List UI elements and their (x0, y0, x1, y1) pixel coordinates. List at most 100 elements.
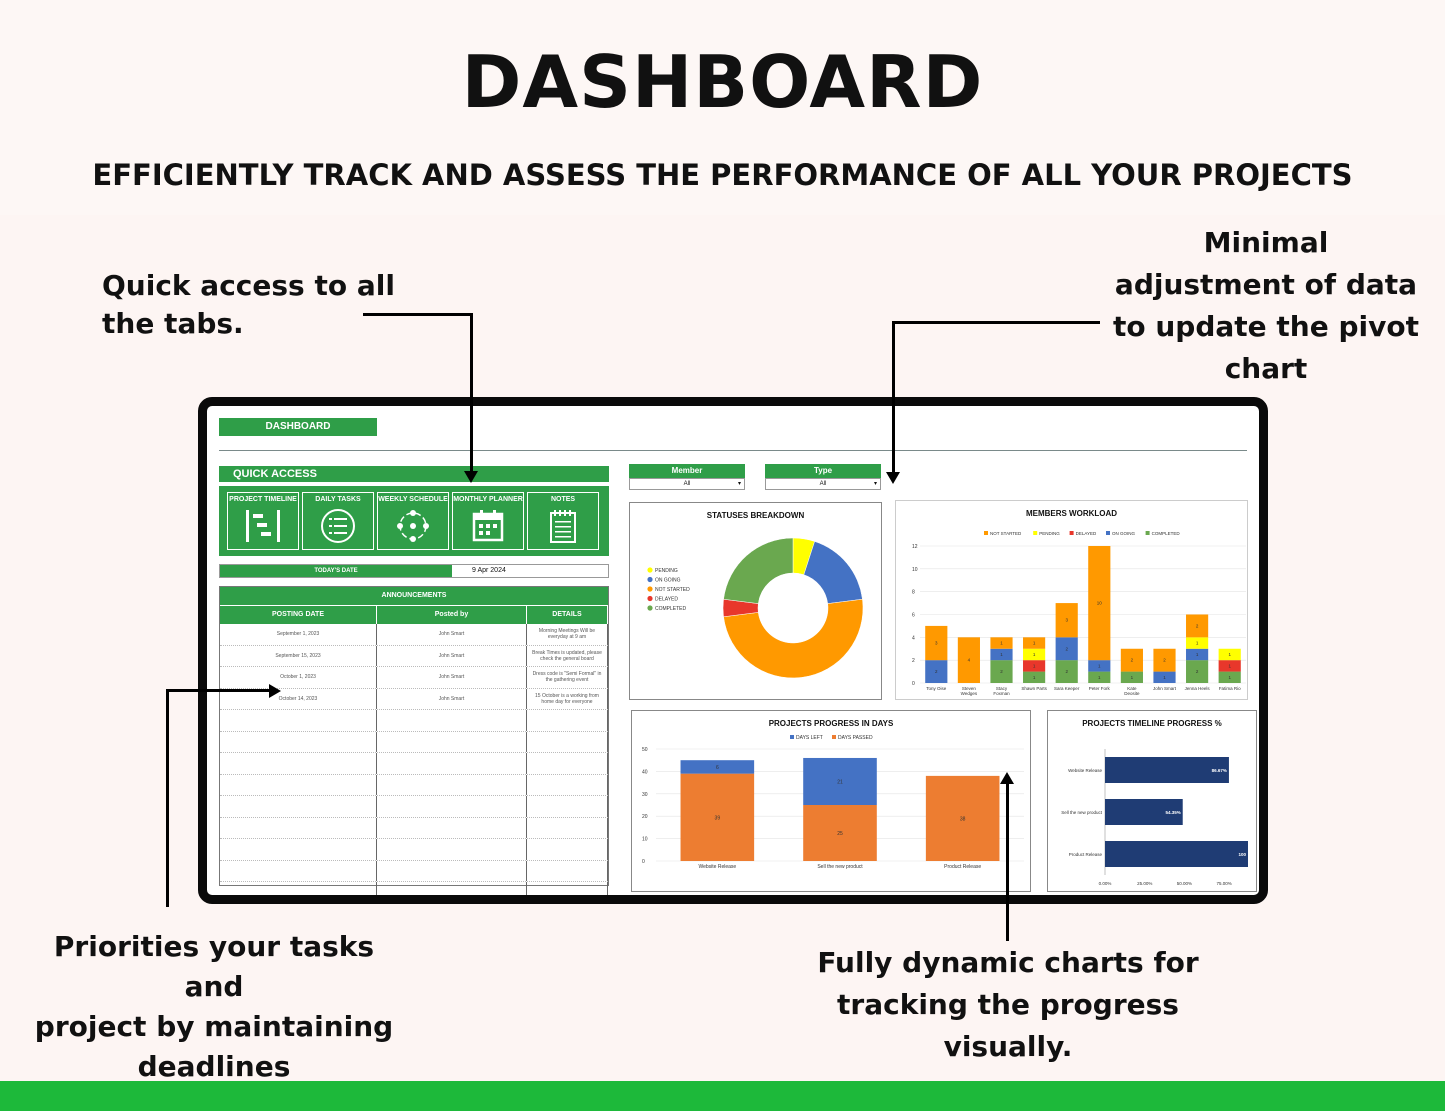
legend-label: NOT STARTED (655, 587, 690, 593)
legend-label: DAYS LEFT (796, 735, 823, 741)
y-tick-label: Website Release (1068, 768, 1102, 773)
legend-label: ON GOING (1112, 531, 1136, 536)
callout-line: adjustment of data (1114, 268, 1418, 301)
bar-segment (990, 648, 1013, 661)
data-label: 1 (1196, 652, 1199, 657)
data-label: 25 (837, 831, 843, 837)
data-label: 1 (1163, 675, 1166, 680)
table-cell: John Smart (377, 688, 527, 709)
legend-marker (647, 595, 653, 602)
chart-title: STATUSES BREAKDOWN (706, 511, 805, 520)
table-row-empty (220, 882, 608, 895)
projects-progress-panel: PROJECTS PROGRESS IN DAYS DAYS LEFT DAYS … (631, 710, 1031, 892)
tab-notes[interactable]: NOTES (527, 492, 599, 550)
today-date-row: TODAY'S DATE 9 Apr 2024 (219, 564, 609, 578)
page-subtitle: EFFICIENTLY TRACK AND ASSESS THE PERFORM… (92, 158, 1353, 192)
tab-project-timeline[interactable]: PROJECT TIMELINE (227, 492, 299, 550)
connector-line (166, 689, 169, 907)
connector-line (892, 321, 1100, 324)
legend-label: COMPLETED (1152, 531, 1181, 536)
x-tick-label: Deosite (1124, 691, 1140, 696)
table-row-empty (220, 710, 608, 732)
x-tick-label: Website Release (698, 864, 736, 870)
table-cell (220, 839, 377, 860)
y-tick-label: 6 (912, 613, 915, 619)
y-tick-label: 10 (912, 567, 918, 573)
bar-days-left (803, 757, 877, 805)
tile-label: PROJECT TIMELINE (229, 496, 297, 503)
page-title: DASHBOARD (461, 40, 984, 124)
tile-label: DAILY TASKS (315, 496, 361, 503)
legend-label: PENDING (655, 568, 678, 574)
bar-segment (990, 637, 1013, 649)
table-cell (220, 710, 377, 731)
member-filter-value: All (683, 481, 691, 487)
callout-dynamic: Fully dynamic charts for tracking the pr… (808, 942, 1208, 1068)
data-label: 1 (1098, 663, 1101, 668)
chart-title: PROJECTS PROGRESS IN DAYS (768, 719, 894, 728)
x-tick-label: Peter Fork (1089, 686, 1111, 691)
table-cell: John Smart (377, 667, 527, 688)
table-cell: John Smart (377, 645, 527, 666)
table-cell (220, 731, 377, 752)
y-tick-label: 0 (642, 859, 645, 865)
data-label: 4 (968, 658, 971, 663)
connector-line (1006, 783, 1009, 941)
data-label: 1 (1228, 652, 1231, 657)
legend-label: PENDING (1039, 531, 1060, 536)
data-label: 1 (1033, 675, 1036, 680)
bar-days-passed (925, 775, 1000, 861)
data-label: 1 (1000, 652, 1003, 657)
legend-marker (647, 567, 653, 573)
announcements-title: ANNOUNCEMENTS (220, 587, 608, 605)
table-row-empty (220, 796, 608, 818)
legend-label: DAYS PASSED (838, 735, 873, 741)
legend-label: ON GOING (655, 577, 681, 583)
data-label: 2 (1163, 658, 1166, 663)
y-tick-label: 40 (642, 769, 648, 775)
table-cell (527, 817, 608, 838)
y-tick-label: Product Release (1069, 852, 1103, 857)
legend-label: NOT STARTED (990, 531, 1022, 536)
bar-segment (1023, 637, 1046, 649)
x-tick-label: Jenna Heels (1185, 686, 1211, 691)
table-cell: October 1, 2023 (220, 667, 377, 688)
x-tick-label: Foxman (993, 691, 1010, 696)
callout-line: project by maintaining (34, 1010, 394, 1043)
connector-line (470, 313, 473, 473)
data-label: 1 (1033, 652, 1036, 657)
callout-quick-access: Quick access to all the tabs. (102, 266, 395, 344)
legend-marker (1145, 531, 1150, 535)
tab-weekly-schedule[interactable]: WEEKLY SCHEDULE (377, 492, 449, 550)
table-cell (377, 839, 527, 860)
bar-segment (1055, 603, 1078, 638)
table-cell: September 1, 2023 (220, 624, 377, 645)
bar-segment (1088, 546, 1111, 661)
arrow-right-icon (269, 684, 281, 698)
bar-segment (1023, 660, 1046, 672)
arrow-down-icon (886, 472, 900, 484)
quick-access-panel: PROJECT TIMELINE DAILY TASKS WEEKLY SCHE… (219, 486, 609, 556)
connector-line (363, 313, 473, 316)
member-filter-select[interactable]: All▾ (629, 478, 745, 490)
bar-segment (1055, 660, 1078, 683)
legend-marker (984, 531, 988, 535)
table-cell (377, 774, 527, 795)
announcements-table: ANNOUNCEMENTS POSTING DATE Posted by DET… (219, 586, 609, 895)
tab-daily-tasks[interactable]: DAILY TASKS (302, 492, 374, 550)
type-filter-select[interactable]: All▾ (765, 478, 881, 490)
callout-line: deadlines (137, 1050, 291, 1083)
bar-segment (1153, 671, 1176, 683)
table-cell (377, 731, 527, 752)
callout-line: the tabs. (102, 307, 244, 340)
table-cell (527, 839, 608, 860)
legend-marker (1106, 531, 1110, 535)
x-tick-label: Kate (1127, 686, 1137, 691)
bar-segment (1088, 660, 1111, 672)
legend-marker (1033, 531, 1038, 535)
tab-monthly-planner[interactable]: MONTHLY PLANNER (452, 492, 524, 550)
data-label: 2 (935, 669, 938, 674)
